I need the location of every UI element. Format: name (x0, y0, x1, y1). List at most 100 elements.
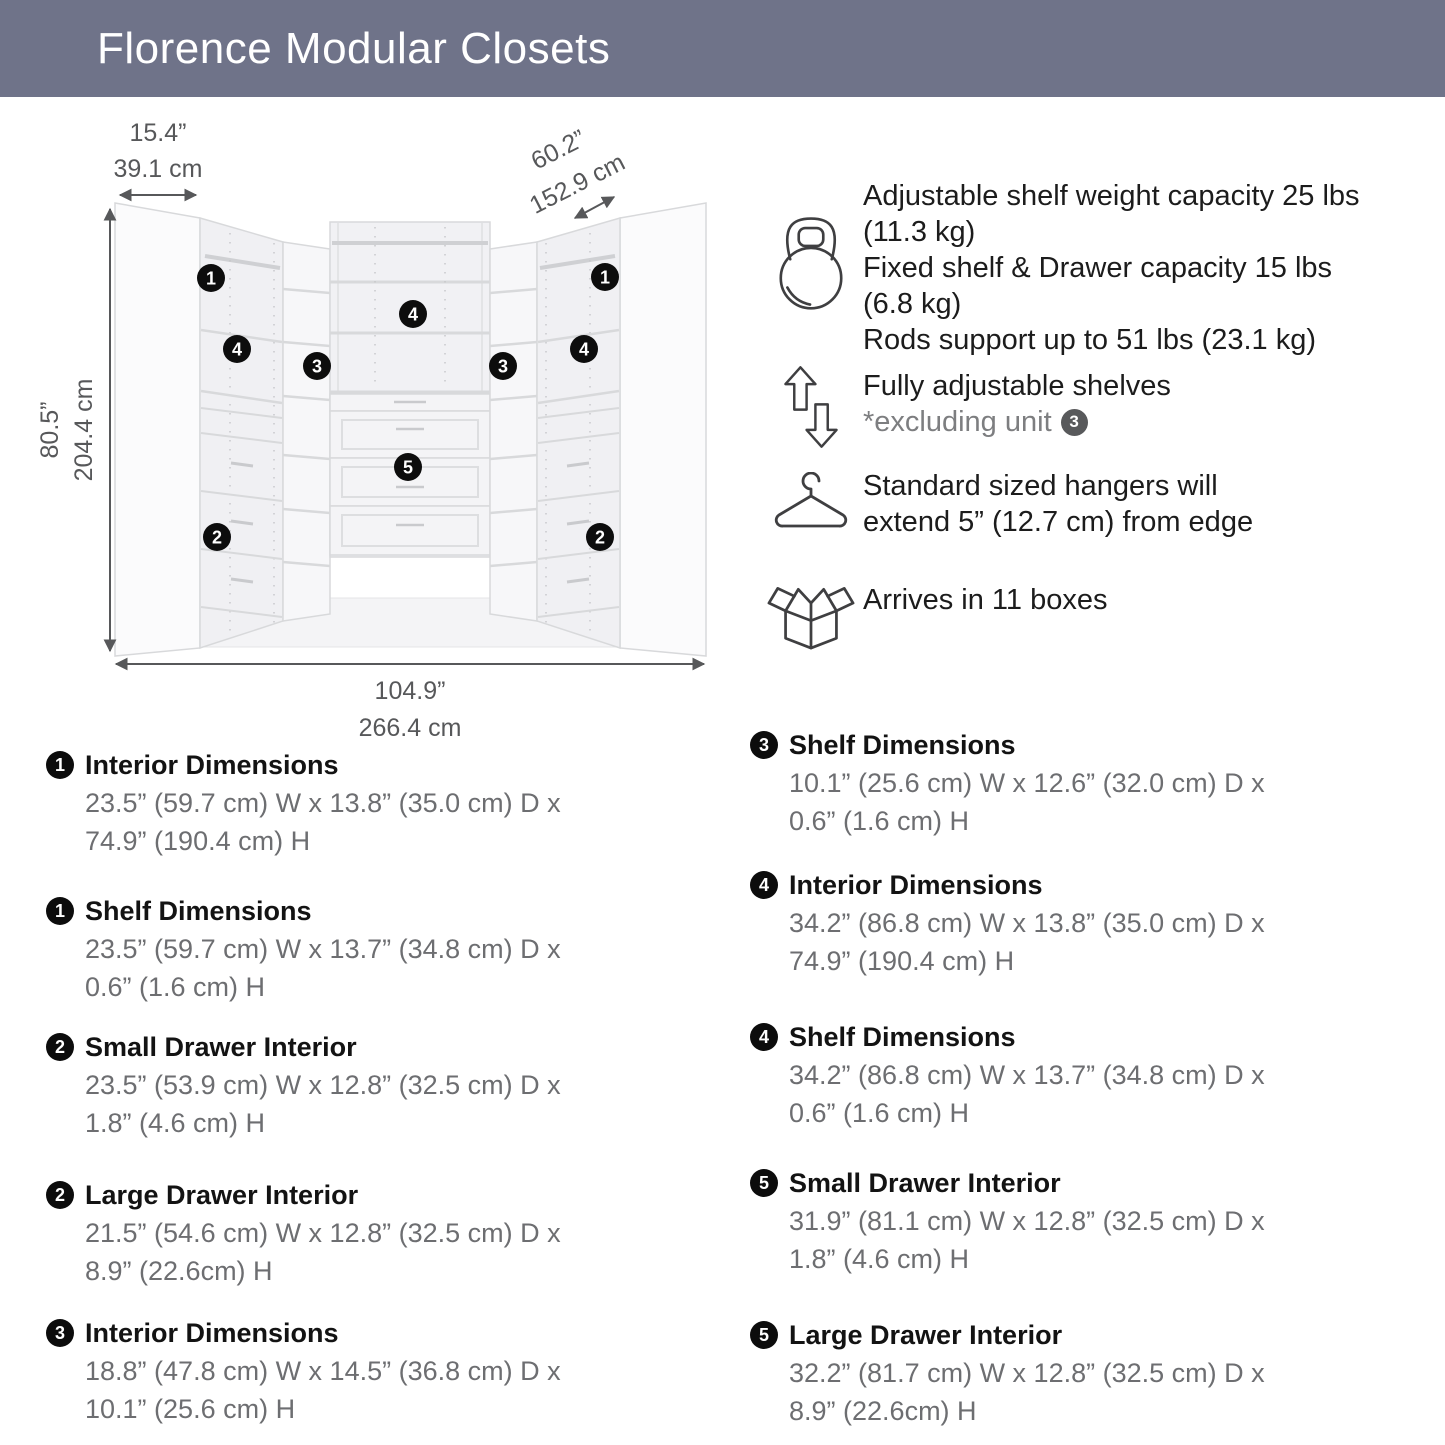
spec-line: 74.9” (190.4 cm) H (85, 826, 311, 856)
left-outer-panel (114, 202, 201, 657)
spec-block: 5 Large Drawer Interior 32.2” (81.7 cm) … (750, 1316, 1265, 1430)
feature-hangers: Standard sized hangers will extend 5” (1… (758, 460, 1293, 540)
center-unit (329, 221, 491, 558)
feature-line: Fully adjustable shelves (863, 370, 1171, 402)
spec-title: Large Drawer Interior (85, 1180, 359, 1210)
callout-badge-4-right: 4 (570, 335, 598, 363)
spec-line: 23.5” (59.7 cm) W x 13.7” (34.8 cm) D x (85, 934, 561, 964)
right-outer-panel (619, 202, 707, 657)
spec-line: 0.6” (1.6 cm) H (789, 806, 970, 836)
svg-text:2: 2 (595, 528, 605, 548)
callout-badge-3-right: 3 (489, 352, 517, 380)
callout-badge-1-right: 1 (591, 263, 619, 291)
spec-line: 10.1” (25.6 cm) W x 12.6” (32.0 cm) D x (789, 768, 1265, 798)
spec-block: 4 Shelf Dimensions 34.2” (86.8 cm) W x 1… (750, 1018, 1265, 1132)
spec-line: 0.6” (1.6 cm) H (85, 972, 266, 1002)
spec-title: Large Drawer Interior (789, 1320, 1063, 1350)
spec-line: 23.5” (53.9 cm) W x 12.8” (32.5 cm) D x (85, 1070, 561, 1100)
kettlebell-icon (758, 172, 863, 314)
spec-block: 4 Interior Dimensions 34.2” (86.8 cm) W … (750, 866, 1265, 980)
spec-block: 3 Shelf Dimensions 10.1” (25.6 cm) W x 1… (750, 726, 1265, 840)
spec-line: 10.1” (25.6 cm) H (85, 1394, 296, 1424)
callout-badge-4-left: 4 (223, 335, 251, 363)
feature-note: *excluding unit 3 (863, 404, 1383, 440)
svg-text:2: 2 (212, 528, 222, 548)
page-title: Florence Modular Closets (97, 23, 611, 73)
right-shelf-column (489, 241, 538, 622)
spec-title: Shelf Dimensions (85, 896, 312, 926)
spec-title: Interior Dimensions (789, 870, 1043, 900)
spec-block: 2 Small Drawer Interior 23.5” (53.9 cm) … (46, 1028, 561, 1142)
spec-line: 1.8” (4.6 cm) H (85, 1108, 266, 1138)
spec-line: 34.2” (86.8 cm) W x 13.7” (34.8 cm) D x (789, 1060, 1265, 1090)
dim-bottom-in: 104.9” (375, 677, 446, 705)
spec-badge: 1 (46, 751, 74, 779)
shipping-box-icon (758, 556, 863, 650)
dim-bottom-cm: 266.4 cm (359, 714, 462, 740)
spec-badge: 3 (46, 1319, 74, 1347)
svg-text:4: 4 (232, 340, 242, 360)
spec-line: 23.5” (59.7 cm) W x 13.8” (35.0 cm) D x (85, 788, 561, 818)
spec-badge: 3 (750, 731, 778, 759)
spec-block: 3 Interior Dimensions 18.8” (47.8 cm) W … (46, 1314, 561, 1428)
feature-line: Fixed shelf & Drawer capacity 15 lbs (6.… (863, 252, 1333, 320)
svg-text:1: 1 (600, 268, 610, 288)
adjustable-shelves-icon (758, 360, 863, 452)
spec-badge: 4 (750, 1023, 778, 1051)
svg-text:4: 4 (408, 305, 418, 325)
spec-line: 18.8” (47.8 cm) W x 14.5” (36.8 cm) D x (85, 1356, 561, 1386)
spec-line: 1.8” (4.6 cm) H (789, 1244, 970, 1274)
spec-badge: 1 (46, 897, 74, 925)
feature-note-text: *excluding unit (863, 406, 1052, 438)
spec-block: 1 Shelf Dimensions 23.5” (59.7 cm) W x 1… (46, 892, 561, 1006)
feature-line: Adjustable shelf weight capacity 25 lbs … (863, 180, 1360, 248)
closet-diagram: 1 1 4 4 4 3 3 5 2 2 15.4” 39.1 cm 60.2” … (36, 119, 707, 740)
spec-line: 31.9” (81.1 cm) W x 12.8” (32.5 cm) D x (789, 1206, 1265, 1236)
spec-badge: 2 (46, 1033, 74, 1061)
feature-adjustable-shelves: Fully adjustable shelves *excluding unit… (758, 360, 1383, 452)
dim-left-cm: 204.4 cm (70, 379, 98, 482)
spec-line: 8.9” (22.6cm) H (85, 1256, 273, 1286)
svg-text:4: 4 (579, 340, 589, 360)
left-shelf-column (282, 241, 331, 622)
spec-badge: 5 (750, 1169, 778, 1197)
callout-badge-2-right: 2 (586, 523, 614, 551)
spec-title: Shelf Dimensions (789, 730, 1016, 760)
spec-badge: 4 (750, 871, 778, 899)
spec-line: 32.2” (81.7 cm) W x 12.8” (32.5 cm) D x (789, 1358, 1265, 1388)
note-badge-3: 3 (1060, 408, 1088, 436)
feature-line: Arrives in 11 boxes (863, 584, 1108, 616)
callout-badge-3-left: 3 (303, 352, 331, 380)
callout-badge-4-center: 4 (399, 300, 427, 328)
header-bar: Florence Modular Closets (0, 0, 1445, 97)
spec-line: 34.2” (86.8 cm) W x 13.8” (35.0 cm) D x (789, 908, 1265, 938)
spec-line: 74.9” (190.4 cm) H (789, 946, 1015, 976)
dim-left-in: 80.5” (36, 402, 64, 459)
callout-badge-2-left: 2 (203, 523, 231, 551)
feature-weight-capacity: Adjustable shelf weight capacity 25 lbs … (758, 172, 1388, 358)
spec-title: Small Drawer Interior (85, 1032, 357, 1062)
dim-top-left-in: 15.4” (130, 119, 187, 147)
feature-line: Rods support up to 51 lbs (23.1 kg) (863, 324, 1316, 356)
spec-line: 21.5” (54.6 cm) W x 12.8” (32.5 cm) D x (85, 1218, 561, 1248)
hanger-icon (758, 460, 863, 536)
svg-text:1: 1 (206, 269, 216, 289)
spec-title: Shelf Dimensions (789, 1022, 1016, 1052)
svg-text:3: 3 (312, 357, 322, 377)
spec-title: Small Drawer Interior (789, 1168, 1061, 1198)
spec-title: Interior Dimensions (85, 750, 339, 780)
callout-badge-1-left: 1 (197, 264, 225, 292)
spec-block: 1 Interior Dimensions 23.5” (59.7 cm) W … (46, 746, 561, 860)
spec-line: 8.9” (22.6cm) H (789, 1396, 977, 1426)
dimension-arrows (103, 188, 706, 671)
callout-badge-5-center: 5 (394, 453, 422, 481)
spec-block: 5 Small Drawer Interior 31.9” (81.1 cm) … (750, 1164, 1265, 1278)
spec-badge: 5 (750, 1321, 778, 1349)
feature-boxes: Arrives in 11 boxes (758, 556, 1293, 650)
spec-line: 0.6” (1.6 cm) H (789, 1098, 970, 1128)
dim-top-left-cm: 39.1 cm (114, 155, 203, 183)
spec-title: Interior Dimensions (85, 1318, 339, 1348)
feature-line: Standard sized hangers will extend 5” (1… (863, 470, 1254, 538)
spec-block: 2 Large Drawer Interior 21.5” (54.6 cm) … (46, 1176, 561, 1290)
svg-text:5: 5 (403, 458, 413, 478)
